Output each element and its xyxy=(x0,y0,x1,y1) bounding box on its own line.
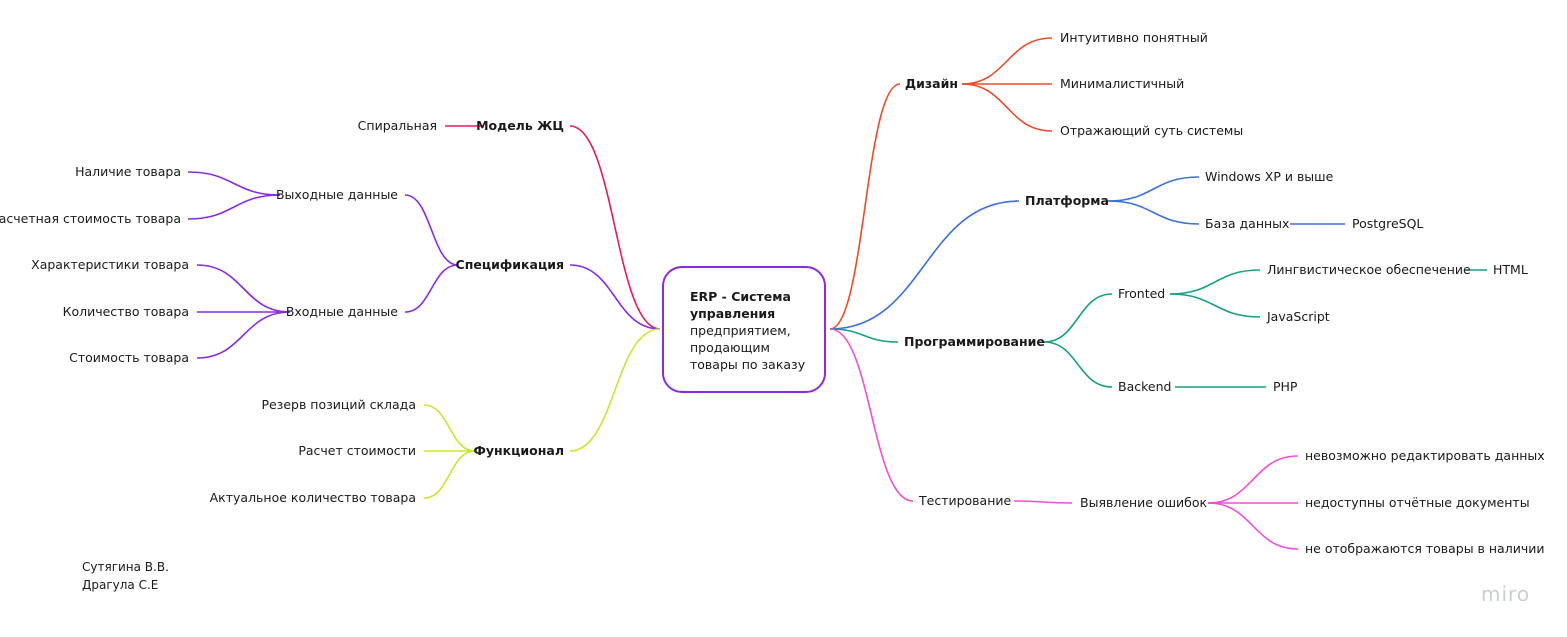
connector-line xyxy=(961,37,1053,85)
node-php[interactable]: PHP xyxy=(1273,379,1298,394)
node-windows-xp[interactable]: Windows XP и выше xyxy=(1205,169,1334,184)
node-product-availability[interactable]: Наличие товара xyxy=(75,164,181,179)
node-platform[interactable]: Платформа xyxy=(1025,193,1109,208)
connector-line xyxy=(1043,341,1113,388)
node-spiral[interactable]: Спиральная xyxy=(357,118,437,133)
central-topic-title: ERP - Система управления xyxy=(690,289,791,321)
connector-line xyxy=(196,311,291,359)
node-reports-unavailable[interactable]: недоступны отчётные документы xyxy=(1305,495,1530,510)
node-functionality[interactable]: Функционал xyxy=(473,443,564,458)
connector-line xyxy=(404,194,459,266)
node-postgresql[interactable]: PostgreSQL xyxy=(1352,216,1424,231)
node-cannot-edit[interactable]: невозможно редактировать данных xyxy=(1305,448,1545,463)
node-programming[interactable]: Программирование xyxy=(904,334,1045,349)
connector-line xyxy=(1207,455,1299,504)
authors-note[interactable]: Сутягина В.В. Драгула С.Е xyxy=(82,558,169,594)
connector-line xyxy=(1013,500,1073,504)
node-warehouse-reserve[interactable]: Резерв позиций склада xyxy=(261,397,416,412)
node-database[interactable]: База данных xyxy=(1205,216,1290,231)
connector-line xyxy=(569,125,661,330)
node-design[interactable]: Дизайн xyxy=(905,76,958,91)
connector-line xyxy=(829,200,1020,330)
connector-line xyxy=(569,264,661,330)
node-intuitive[interactable]: Интуитивно понятный xyxy=(1060,30,1208,45)
connector-line xyxy=(1169,293,1261,318)
node-products-not-shown[interactable]: не отображаются товары в наличии xyxy=(1305,541,1545,556)
node-product-specs[interactable]: Характеристики товара xyxy=(31,257,189,272)
node-linguistic-support[interactable]: Лингвистическое обеспечение xyxy=(1267,262,1471,277)
node-minimalist[interactable]: Минималистичный xyxy=(1060,76,1185,91)
connector-line xyxy=(829,328,899,343)
node-estimated-cost[interactable]: Расчетная стоимость товара xyxy=(0,211,181,226)
node-javascript[interactable]: JavaScript xyxy=(1267,309,1330,324)
node-html[interactable]: HTML xyxy=(1493,262,1528,277)
connector-line xyxy=(1107,176,1200,202)
connector-line xyxy=(404,264,459,313)
node-lifecycle-model[interactable]: Модель ЖЦ xyxy=(476,118,564,133)
connector-line xyxy=(569,328,661,452)
node-backend[interactable]: Backend xyxy=(1118,379,1172,394)
connector-line xyxy=(187,194,281,220)
node-product-quantity[interactable]: Количество товара xyxy=(62,304,189,319)
connector-line xyxy=(829,83,901,330)
connector-line xyxy=(829,328,914,502)
connector-line xyxy=(423,404,476,452)
central-topic-subtitle: предприятием, продающим товары по заказу xyxy=(690,323,806,372)
connector-line xyxy=(1107,200,1200,225)
central-topic-node[interactable]: ERP - Система управления предприятием, п… xyxy=(662,266,826,393)
node-reflects-system[interactable]: Отражающий суть системы xyxy=(1060,123,1244,138)
connector-line xyxy=(423,450,476,499)
node-frontend[interactable]: Fronted xyxy=(1118,286,1166,301)
author-line: Сутягина В.В. xyxy=(82,560,169,574)
node-actual-quantity[interactable]: Актуальное количество товара xyxy=(209,490,416,505)
connector-line xyxy=(1207,502,1299,550)
node-output-data[interactable]: Выходные данные xyxy=(275,187,398,202)
node-product-price[interactable]: Стоимость товара xyxy=(69,350,189,365)
node-error-detection[interactable]: Выявление ошибок xyxy=(1080,495,1208,510)
node-specification[interactable]: Спецификация xyxy=(455,257,564,272)
author-line: Драгула С.Е xyxy=(82,578,159,592)
node-input-data[interactable]: Входные данные xyxy=(285,304,398,319)
connector-line xyxy=(1169,269,1261,295)
connector-line xyxy=(187,171,281,196)
connector-line xyxy=(961,83,1053,132)
node-testing[interactable]: Тестирование xyxy=(919,493,1012,508)
miro-logo: miro xyxy=(1481,582,1531,606)
connector-line xyxy=(1043,293,1113,343)
connector-line xyxy=(196,264,291,313)
node-cost-calculation[interactable]: Расчет стоимости xyxy=(298,443,416,458)
